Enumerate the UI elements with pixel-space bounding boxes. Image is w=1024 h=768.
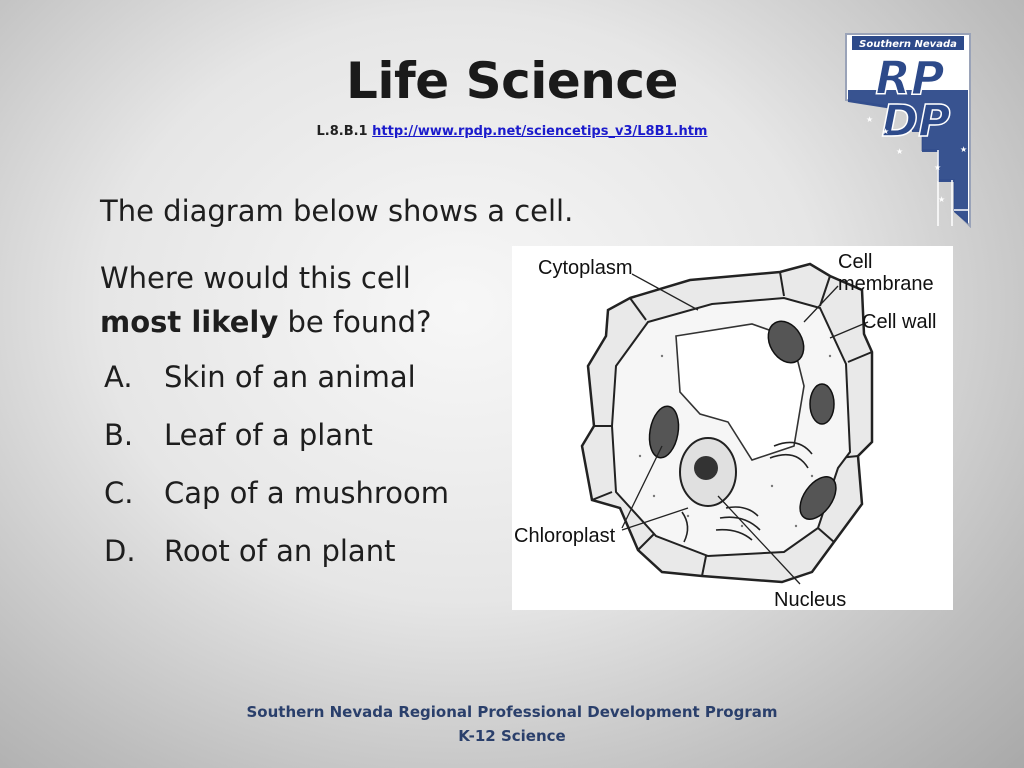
question-text-start: Where would this cell	[100, 261, 411, 295]
reference-link[interactable]: http://www.rpdp.net/sciencetips_v3/L8B1.…	[372, 124, 708, 139]
footer: Southern Nevada Regional Professional De…	[0, 700, 1024, 748]
label-cell-membrane-1: Cell	[838, 251, 872, 273]
logo-rp: RP	[875, 51, 944, 105]
label-cytoplasm: Cytoplasm	[538, 257, 632, 279]
nucleus-shape	[679, 437, 737, 507]
option-d[interactable]: D.Root of an plant	[104, 534, 396, 568]
label-cell-membrane-2: membrane	[838, 273, 934, 295]
standard-reference: L.8.B.1 http://www.rpdp.net/sciencetips_…	[0, 124, 1024, 139]
label-chloroplast: Chloroplast	[514, 525, 616, 547]
label-nucleus: Nucleus	[774, 589, 846, 610]
label-cell-wall: Cell wall	[862, 311, 936, 333]
question-prompt: Where would this cell most likely be foun…	[100, 256, 500, 344]
answer-options: A.Skin of an animal B.Leaf of a plant C.…	[104, 360, 449, 592]
option-b[interactable]: B.Leaf of a plant	[104, 418, 373, 452]
logo-dp: DP	[882, 96, 951, 147]
option-c[interactable]: C.Cap of a mushroom	[104, 476, 449, 510]
question-text-end: be found?	[287, 305, 432, 339]
logo-top-text: Southern Nevada	[859, 39, 957, 50]
svg-text:★: ★	[882, 127, 889, 136]
chloroplast-shapes	[648, 320, 837, 520]
svg-text:★: ★	[938, 195, 945, 204]
rpdp-logo: Southern Nevada RP DP ★ ★ ★ ★ ★ ★	[845, 33, 971, 228]
slide-title: Life Science	[346, 52, 678, 110]
question-emphasis: most likely	[100, 305, 279, 339]
plant-cell-diagram: Cytoplasm Cell membrane Cell wall Chloro…	[512, 246, 953, 610]
footer-program: K-12 Science	[458, 727, 566, 745]
svg-text:★: ★	[866, 115, 873, 124]
option-a[interactable]: A.Skin of an animal	[104, 360, 416, 394]
footer-organization: Southern Nevada Regional Professional De…	[246, 703, 778, 721]
svg-text:★: ★	[896, 147, 903, 156]
standard-code: L.8.B.1	[316, 124, 368, 139]
svg-text:★: ★	[960, 145, 967, 154]
question-intro: The diagram below shows a cell.	[100, 194, 574, 228]
